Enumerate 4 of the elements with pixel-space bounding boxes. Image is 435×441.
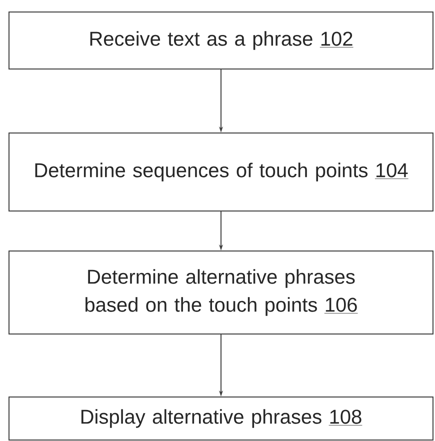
process-box: Receive text as a phrase 102 <box>8 12 434 70</box>
process-box: Determine alternative phrases based on the touch points 106 <box>8 250 434 334</box>
process-box: Determine sequences of touch points 104 <box>8 132 434 212</box>
process-box: Display alternative phrases 108 <box>8 396 434 440</box>
